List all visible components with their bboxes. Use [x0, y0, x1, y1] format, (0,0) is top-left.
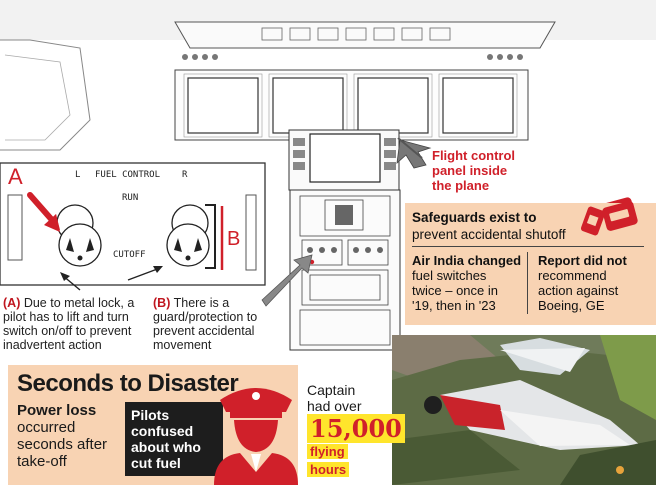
caption-a-line: switch on/off to prevent	[3, 324, 132, 338]
power-loss-line: seconds after	[17, 436, 108, 453]
panel-header-right: R	[182, 170, 188, 180]
safeguards-sub: prevent accidental shutoff	[412, 227, 566, 242]
hours-line: flying	[307, 444, 348, 459]
air-india-line: '19, then in '23	[412, 298, 496, 313]
caption-a-tag: (A)	[3, 296, 21, 310]
marker-a: A	[8, 164, 23, 189]
flight-control-callout: Flight control panel inside the plane	[432, 148, 515, 193]
report-line: action against	[538, 283, 619, 298]
pilots-line: about who	[131, 439, 201, 455]
power-loss-block: Power loss occurred seconds after take-o…	[17, 402, 107, 470]
caption-b-tag: (B)	[153, 296, 171, 310]
captain-block: Captain had over 15,000 flying hours	[307, 382, 405, 479]
seatbelt-icon	[580, 201, 638, 236]
report-line: recommend	[538, 268, 607, 283]
caption-a-line: pilot has to lift and turn	[3, 310, 129, 324]
safeguards-column-divider	[527, 252, 528, 314]
report-line: Boeing, GE	[538, 298, 605, 313]
hours-line: hours	[307, 462, 350, 477]
callout-line: the plane	[432, 178, 490, 193]
captain-line: Captain	[307, 382, 356, 398]
callout-line: panel inside	[432, 163, 508, 178]
marker-b: B	[227, 228, 241, 250]
air-india-heading: Air India changed	[412, 253, 522, 268]
hours-number: 15,000	[307, 414, 405, 443]
panel-header-title: FUEL CONTROL	[95, 170, 161, 180]
disaster-title: Seconds to Disaster	[17, 370, 239, 397]
cutoff-label: CUTOFF	[113, 250, 146, 260]
pilots-line: Pilots	[131, 407, 170, 423]
report-column: Report did not recommend action against …	[538, 253, 653, 313]
panel-header-left: L	[75, 170, 81, 180]
safeguards-divider	[412, 246, 644, 247]
air-india-line: twice – once in	[412, 283, 498, 298]
report-heading: Report did not	[538, 253, 627, 268]
air-india-line: fuel switches	[412, 268, 487, 283]
power-loss-line: take-off	[17, 453, 67, 470]
callout-line: Flight control	[432, 148, 516, 163]
caption-b-line: prevent accidental	[153, 324, 255, 338]
run-label: RUN	[122, 193, 139, 203]
pilots-line: confused	[131, 423, 194, 439]
power-loss-heading: Power loss	[17, 402, 97, 419]
caption-b: (B) There is a guard/protection to preve…	[153, 296, 271, 352]
safeguards-heading: Safeguards exist to	[412, 210, 537, 225]
pilots-confused-box: Pilots confused about who cut fuel	[125, 402, 223, 476]
power-loss-line: occurred	[17, 419, 76, 436]
caption-b-line: guard/protection to	[153, 310, 258, 324]
pilot-icon	[214, 388, 298, 485]
caption-a: (A) Due to metal lock, a pilot has to li…	[3, 296, 148, 352]
caption-a-line: Due to metal lock, a	[20, 296, 135, 310]
caption-a-line: inadvertent action	[3, 338, 102, 352]
air-india-column: Air India changed fuel switches twice – …	[412, 253, 527, 313]
pilots-line: cut fuel	[131, 455, 181, 471]
caption-b-line: movement	[153, 338, 212, 352]
captain-line: had over	[307, 398, 362, 414]
caption-b-line: There is a	[170, 296, 230, 310]
